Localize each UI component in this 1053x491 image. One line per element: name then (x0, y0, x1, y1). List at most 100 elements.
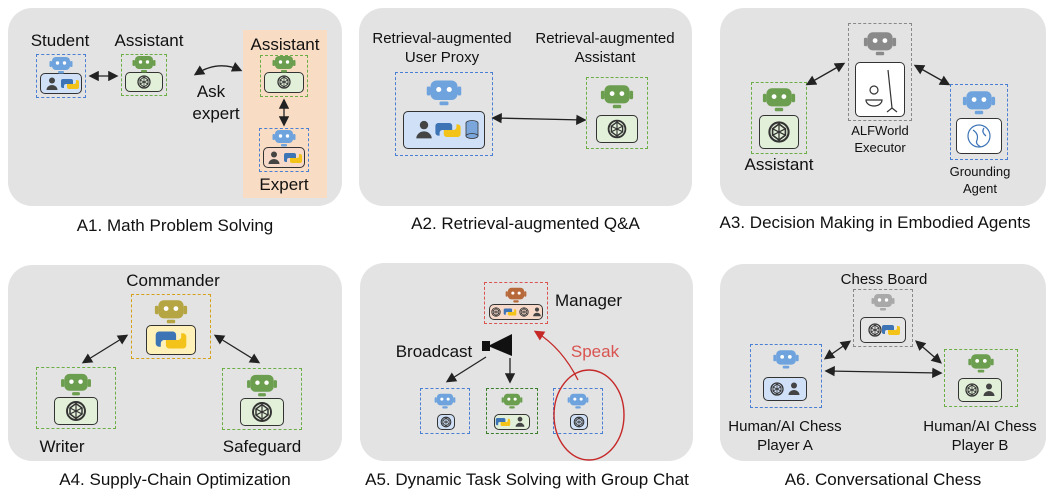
robot-icon (132, 56, 156, 73)
label-asst-line1: Retrieval-augmented (535, 30, 675, 47)
grounding-agent-card (956, 118, 1002, 154)
label-assistant: Assistant (114, 31, 184, 50)
openai-icon (491, 307, 501, 317)
megaphone-icon (482, 334, 512, 356)
label-student: Student (30, 31, 90, 50)
openai-icon (519, 307, 529, 317)
person-icon (268, 151, 280, 164)
openai-icon (607, 119, 627, 139)
label-grounding-line2: Agent (963, 181, 997, 196)
person-icon (46, 77, 58, 90)
python-icon (503, 308, 517, 316)
commander-box (131, 294, 211, 359)
label-safeguard: Safeguard (222, 437, 302, 456)
label-player-a-line1: Human/AI Chess (728, 418, 842, 435)
robot-icon (600, 85, 634, 109)
robot-icon (434, 393, 456, 409)
label-grounding-line1: Grounding (949, 164, 1011, 179)
safeguard-box (222, 368, 302, 430)
caption-a2: A2. Retrieval-augmented Q&A (411, 214, 640, 233)
robot-icon (272, 56, 296, 73)
python-icon (435, 123, 461, 137)
globe-icon (967, 124, 991, 148)
person-icon (983, 383, 995, 396)
openai-icon (573, 416, 585, 428)
python-icon (155, 331, 187, 349)
label-player-b-line1: Human/AI Chess (923, 418, 1037, 435)
label-a3-assistant: Assistant (744, 155, 814, 174)
label-asst-line2: Assistant (574, 49, 636, 66)
caption-a4: A4. Supply-Chain Optimization (59, 470, 291, 489)
student-agent-box (36, 54, 86, 98)
robot-icon (247, 374, 277, 397)
label-player-a-line2: Player A (757, 437, 813, 454)
a3-assistant-box (751, 82, 807, 154)
label-manager: Manager (555, 291, 623, 310)
label-proxy-line2: User Proxy (404, 49, 480, 66)
household-icon (865, 69, 898, 113)
manager-box (484, 282, 548, 324)
person-icon (533, 307, 541, 317)
label-executor-line1: ALFWorld (851, 123, 909, 138)
assistant2-agent-box (260, 55, 308, 97)
player-b-box (944, 349, 1018, 407)
database-icon (465, 120, 479, 139)
player-b-card (958, 378, 1002, 402)
label-proxy-line1: Retrieval-augmented (372, 30, 512, 47)
caption-a3: A3. Decision Making in Embodied Agents (719, 213, 1031, 232)
expert-agent-box (259, 128, 309, 172)
assistant-agent-box (121, 54, 167, 96)
robot-icon (968, 354, 994, 373)
label-speak: Speak (570, 342, 620, 361)
group-member-1-box (420, 388, 470, 434)
chess-board-box (853, 289, 913, 347)
robot-icon (426, 80, 462, 106)
player-a-card (763, 377, 807, 401)
label-player-b-line2: Player B (951, 437, 1009, 454)
robot-icon (863, 32, 897, 56)
python-icon (495, 418, 511, 426)
person-icon (416, 120, 432, 139)
label-assistant-2: Assistant (250, 35, 320, 54)
openai-icon (252, 402, 272, 422)
robot-icon (272, 130, 296, 147)
label-expert-word: expert (192, 104, 240, 123)
caption-a5: A5. Dynamic Task Solving with Group Chat (365, 470, 689, 489)
panel-a2 (359, 8, 692, 206)
openai-icon (868, 323, 882, 337)
openai-icon (277, 75, 291, 89)
label-expert: Expert (259, 175, 309, 194)
group-member-2-box (486, 388, 538, 434)
python-icon (882, 325, 900, 335)
person-icon (515, 416, 525, 427)
label-broadcast: Broadcast (395, 342, 473, 361)
openai-icon (66, 401, 86, 421)
robot-icon (501, 393, 523, 409)
player-a-box (750, 344, 822, 408)
robot-icon (762, 88, 796, 112)
openai-icon (440, 416, 452, 428)
robot-icon (871, 294, 895, 311)
label-commander: Commander (126, 271, 220, 290)
python-icon (284, 153, 302, 163)
robot-icon (567, 393, 589, 409)
label-writer: Writer (39, 437, 85, 456)
robot-icon (61, 373, 91, 396)
openai-icon (768, 121, 790, 143)
robot-icon (154, 300, 188, 324)
label-ask: Ask (196, 82, 226, 101)
robot-icon (505, 287, 527, 303)
openai-icon (965, 383, 979, 397)
robot-icon (773, 350, 799, 369)
caption-a6: A6. Conversational Chess (784, 470, 982, 489)
caption-a1: A1. Math Problem Solving (76, 216, 274, 235)
python-icon (61, 79, 79, 89)
robot-icon (49, 57, 73, 74)
executor-card (855, 62, 905, 117)
label-chess-board: Chess Board (840, 271, 928, 288)
executor-box (848, 23, 912, 121)
grounding-agent-box (950, 84, 1008, 160)
person-icon (788, 382, 800, 395)
writer-box (36, 367, 116, 429)
